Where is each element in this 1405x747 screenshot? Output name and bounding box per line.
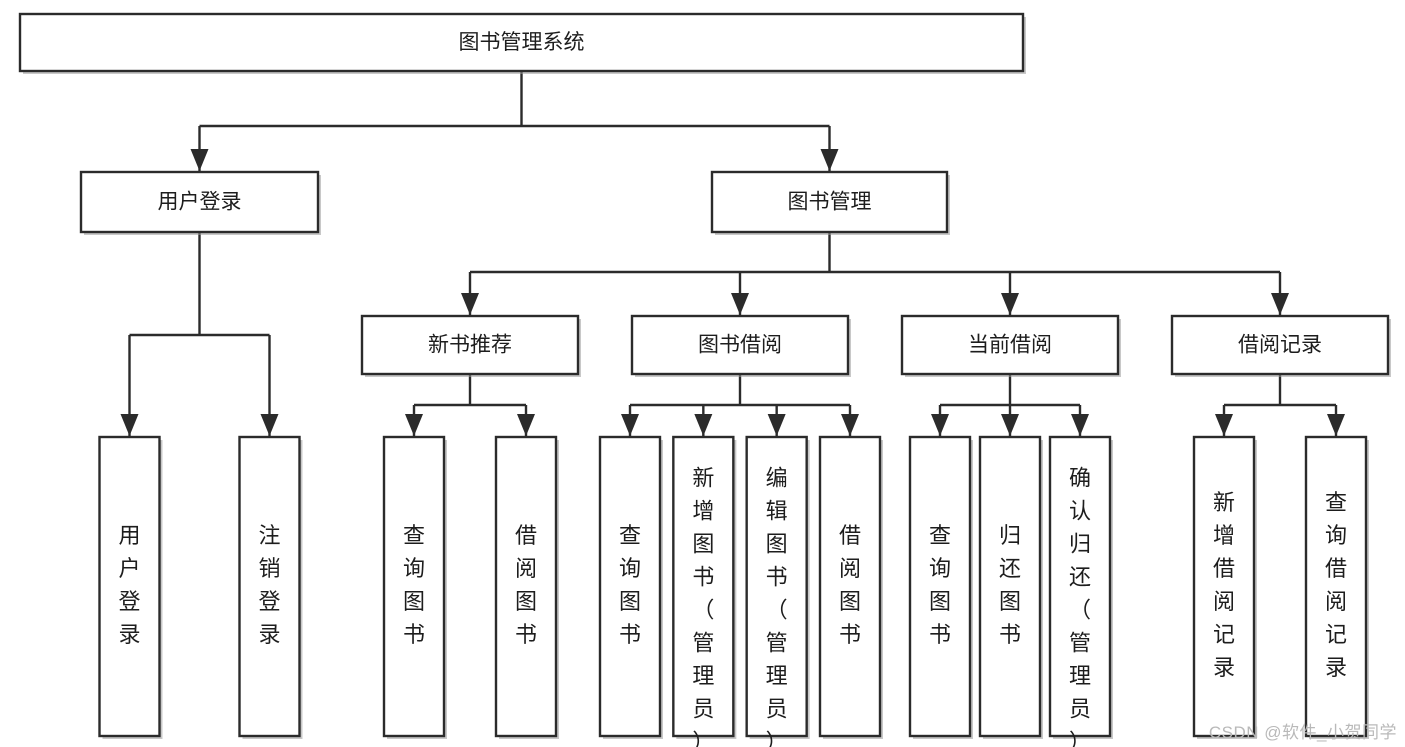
leaf-node-new-books-0[interactable]: 查询图书 [382, 435, 447, 739]
node-rect[interactable] [1304, 435, 1368, 738]
node-rect[interactable] [630, 314, 850, 376]
node-rect[interactable] [382, 435, 446, 738]
node-label: 借阅记录 [1238, 334, 1322, 357]
arrow-new-books-1 [517, 414, 535, 436]
arrow-current-borrow-0 [931, 414, 949, 436]
node-label: 图书管理 [788, 191, 872, 214]
node-rect[interactable] [98, 435, 161, 738]
node-label: 用户登录 [158, 191, 242, 214]
node-rect[interactable] [494, 435, 558, 738]
node-rect[interactable] [710, 170, 949, 234]
node-rect[interactable] [908, 435, 972, 738]
arrow-level2-2 [1001, 293, 1019, 315]
node-label: 当前借阅 [968, 334, 1052, 357]
arrow-book-borrow-0 [621, 414, 639, 436]
node-user-login[interactable]: 用户登录 [79, 170, 321, 235]
leaf-node-book-borrow-0[interactable]: 查询图书 [598, 435, 663, 739]
node-level2-0[interactable]: 新书推荐 [360, 314, 581, 377]
arrow-book-borrow-3 [841, 414, 859, 436]
node-label: 查询借阅记录 [1325, 490, 1347, 680]
node-label: 查询图书 [929, 523, 951, 647]
csdn-watermark: CSDN @软件_小贺同学 [1208, 723, 1397, 742]
arrow-level2-1 [731, 293, 749, 315]
node-level2-1[interactable]: 图书借阅 [630, 314, 851, 377]
node-rect[interactable] [18, 12, 1025, 73]
node-label: 新增图书（管理员） [692, 465, 714, 747]
arrow-current-borrow-2 [1071, 414, 1089, 436]
arrow-book-borrow-2 [767, 414, 786, 436]
leaf-node-current-borrow-0[interactable]: 查询图书 [908, 435, 973, 739]
node-rect[interactable] [598, 435, 662, 738]
node-rect[interactable] [1048, 435, 1112, 738]
arrow-borrow-records-1 [1327, 414, 1345, 436]
node-rect[interactable] [818, 435, 882, 738]
node-rect[interactable] [745, 435, 808, 738]
root-node-library-system[interactable]: 图书管理系统 [18, 12, 1026, 74]
leaf-node-user-login-0[interactable]: 用户登录 [98, 435, 163, 739]
arrow-book-borrow-1 [694, 414, 713, 436]
node-level2-2[interactable]: 当前借阅 [900, 314, 1121, 377]
arrow-current-borrow-1 [1001, 414, 1019, 436]
leaf-node-current-borrow-1[interactable]: 归还图书 [978, 435, 1043, 739]
node-label: 用户登录 [118, 523, 140, 647]
node-label: 图书借阅 [698, 334, 782, 357]
node-label: 确认归还（管理员） [1069, 465, 1091, 747]
node-rect[interactable] [978, 435, 1042, 738]
node-label: 新增借阅记录 [1213, 490, 1235, 680]
leaf-node-current-borrow-2[interactable]: 确认归还（管理员） [1048, 435, 1113, 747]
leaf-node-user-login-1[interactable]: 注销登录 [238, 435, 303, 739]
node-book-management[interactable]: 图书管理 [710, 170, 950, 235]
node-label: 图书管理系统 [459, 31, 585, 54]
arrow-user-login-0 [120, 414, 139, 436]
node-rect[interactable] [238, 435, 301, 738]
connector-layer [120, 71, 1345, 436]
node-label: 编辑图书（管理员） [766, 465, 788, 747]
leaf-node-book-borrow-2[interactable]: 编辑图书（管理员） [745, 435, 810, 747]
node-label: 借阅图书 [515, 523, 537, 647]
node-rect[interactable] [900, 314, 1120, 376]
arrow-level1-1 [820, 149, 839, 171]
node-rect[interactable] [79, 170, 320, 234]
node-label: 借阅图书 [839, 523, 861, 647]
arrow-level2-0 [461, 293, 479, 315]
node-label: 查询图书 [619, 523, 641, 647]
leaf-node-book-borrow-1[interactable]: 新增图书（管理员） [672, 435, 737, 747]
node-label: 查询图书 [403, 523, 425, 647]
leaf-node-book-borrow-3[interactable]: 借阅图书 [818, 435, 883, 739]
node-label: 新书推荐 [428, 334, 512, 357]
node-rect[interactable] [1170, 314, 1390, 376]
node-layer: 用户登录注销登录查询图书借阅图书查询图书新增图书（管理员）编辑图书（管理员）借阅… [18, 12, 1391, 747]
leaf-node-borrow-records-1[interactable]: 查询借阅记录 [1304, 435, 1369, 739]
node-label: 归还图书 [999, 523, 1021, 647]
node-rect[interactable] [672, 435, 735, 738]
leaf-node-new-books-1[interactable]: 借阅图书 [494, 435, 559, 739]
node-label: 注销登录 [258, 523, 280, 647]
arrow-level2-3 [1271, 293, 1289, 315]
arrow-level1-0 [190, 149, 209, 171]
node-rect[interactable] [360, 314, 580, 376]
node-level2-3[interactable]: 借阅记录 [1170, 314, 1391, 377]
arrow-new-books-0 [405, 414, 423, 436]
arrow-borrow-records-0 [1215, 414, 1233, 436]
node-rect[interactable] [1192, 435, 1256, 738]
arrow-user-login-1 [260, 414, 279, 436]
leaf-node-borrow-records-0[interactable]: 新增借阅记录 [1192, 435, 1257, 739]
